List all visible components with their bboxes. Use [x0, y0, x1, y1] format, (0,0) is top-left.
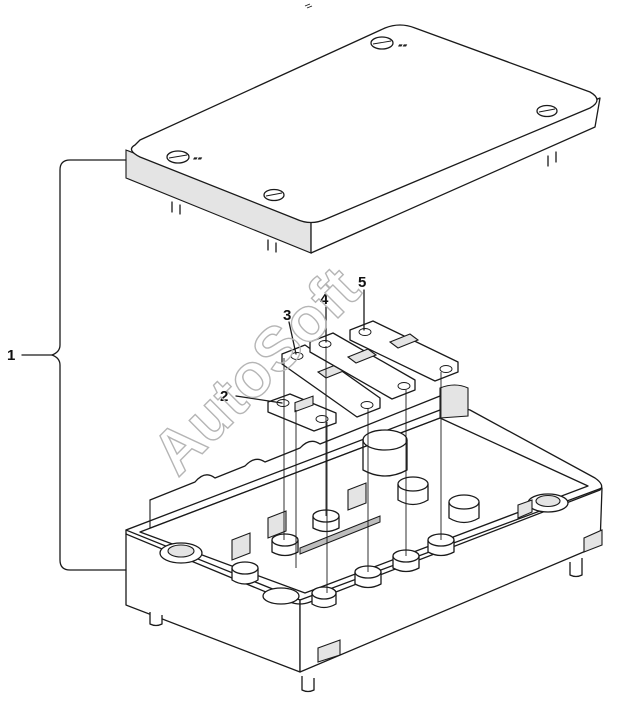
callout-1-bracket — [51, 159, 127, 571]
fuses — [267, 320, 459, 432]
callout-1-label: 1 — [7, 347, 15, 364]
terminal-nut — [271, 533, 299, 557]
base-side-clip — [517, 499, 533, 519]
lid-screw-right — [536, 104, 558, 118]
terminal-nut — [311, 586, 337, 609]
busbar-plate — [347, 482, 367, 511]
callout-3-label: 3 — [283, 307, 291, 324]
svg-text:▰▰: ▰▰ — [193, 155, 203, 162]
callout-3: 3 — [283, 307, 297, 355]
fuse-5 — [349, 320, 459, 382]
lid-peg — [171, 201, 181, 215]
busbar-strip — [299, 515, 381, 555]
base-side-clip — [317, 639, 341, 663]
base-boss-left — [159, 542, 203, 564]
terminal-nut — [397, 476, 429, 506]
base-back-wall-inner — [149, 384, 469, 529]
terminal-nut — [448, 494, 480, 524]
svg-text:▰▰: ▰▰ — [398, 42, 408, 49]
lid-top-face — [130, 24, 598, 224]
callout-5-label: 5 — [358, 274, 366, 291]
busbar-plate — [231, 532, 251, 561]
base-boss-back — [362, 429, 408, 477]
callout-2: 2 — [220, 388, 283, 405]
callout-2-label: 2 — [220, 388, 228, 405]
base-back-wall-top — [149, 395, 441, 501]
lid-screw-front — [263, 188, 285, 202]
fuse-2 — [267, 393, 337, 432]
top-mark — [304, 3, 313, 9]
callout-5: 5 — [358, 274, 366, 331]
base-foot — [149, 612, 163, 627]
lid-peg — [547, 151, 557, 167]
terminal-nut — [427, 533, 455, 557]
lid-screw-left: ▰▰ — [166, 150, 203, 164]
fuse-4 — [309, 332, 416, 400]
base-boss-right — [527, 493, 569, 513]
base-foot — [569, 558, 583, 578]
lid-peg — [267, 239, 277, 253]
callout-4-label: 4 — [320, 291, 329, 308]
callout-3-leader — [288, 321, 297, 355]
terminal-nut — [231, 561, 259, 585]
terminal-studs — [231, 476, 480, 609]
fuse-box-base — [125, 384, 603, 693]
callout-4: 4 — [320, 291, 329, 343]
callout-1: 1 — [7, 159, 127, 571]
base-foot — [301, 676, 315, 693]
fuse-box-lid: ▰▰ ▰▰ — [125, 24, 601, 254]
callout-2-leader — [235, 395, 283, 404]
busbar-plate — [267, 510, 287, 539]
assembly-guide-lines — [283, 346, 442, 593]
base-side-clip — [583, 529, 603, 553]
base-boss-front — [262, 587, 300, 605]
lid-screw-top: ▰▰ — [370, 36, 408, 50]
